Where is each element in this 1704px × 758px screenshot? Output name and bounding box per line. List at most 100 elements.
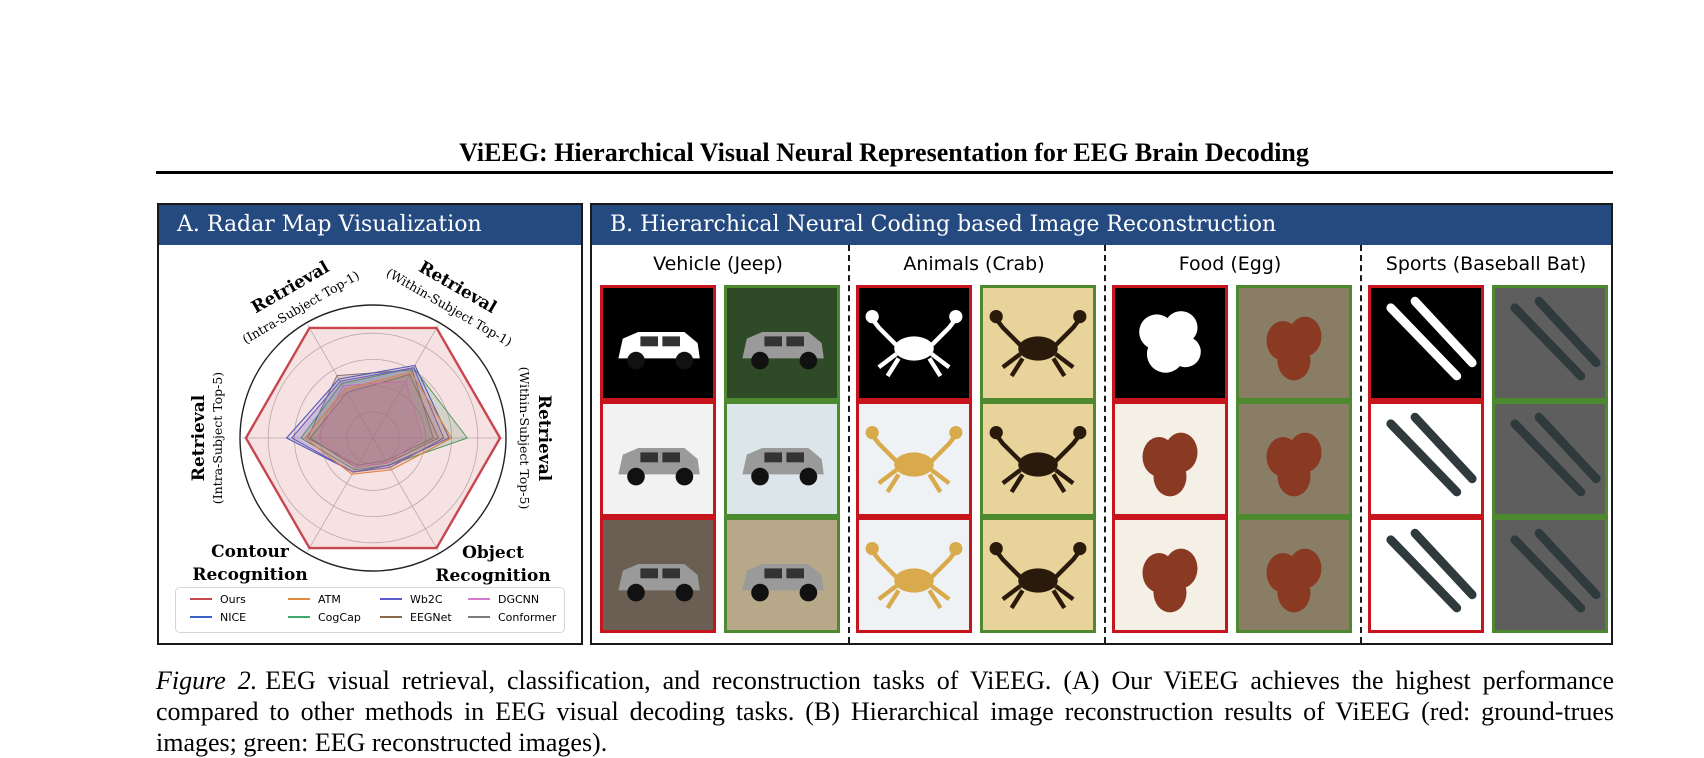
legend-item-cogcap: CogCap <box>288 611 361 625</box>
jeep-photo-image-graphic <box>603 520 713 630</box>
category-animals: Animals (Crab) <box>848 245 1100 643</box>
bat-reconstruction-image-graphic <box>1495 404 1605 514</box>
legend-swatch <box>468 598 490 600</box>
reconstruction-panel-heading: B. Hierarchical Neural Coding based Imag… <box>592 205 1611 245</box>
bat-photo-image <box>1368 401 1484 517</box>
suv-reconstruction-image-graphic <box>727 288 837 398</box>
crab-photo-image-graphic <box>859 404 969 514</box>
jeep-reconstruction-image <box>724 517 840 633</box>
legend-item-eegnet: EEGNet <box>380 611 452 625</box>
egg-reconstruction-image-graphic <box>1239 520 1349 630</box>
legend-label: CogCap <box>318 611 361 624</box>
radar-panel: A. Radar Map Visualization Retrieval(Int… <box>157 203 583 645</box>
legend-item-conformer: Conformer <box>468 611 556 625</box>
radar-series-ours <box>244 326 502 550</box>
egg-reconstruction-image <box>1236 517 1352 633</box>
page-title: ViEEG: Hierarchical Visual Neural Repres… <box>459 138 1309 167</box>
reconstruction-panel: B. Hierarchical Neural Coding based Imag… <box>590 203 1613 645</box>
caption-text: EEG visual retrieval, classification, an… <box>156 666 1614 757</box>
crab-reconstruction-image <box>980 401 1096 517</box>
legend-label: NICE <box>220 611 247 624</box>
figure-label: Figure 2. <box>156 666 258 695</box>
axis-label: Retrieval <box>534 395 554 482</box>
legend-item-ours: Ours <box>190 593 246 607</box>
category-title: Food (Egg) <box>1178 253 1282 275</box>
axis-sublabel: (Within-Subject Top-5) <box>517 367 532 510</box>
radar-series-wb2c <box>291 367 445 473</box>
legend-label: Wb2C <box>410 593 443 606</box>
bat-reconstruction-image <box>1492 285 1608 401</box>
legend-label: Ours <box>220 593 246 606</box>
egg-reconstruction-image <box>1236 401 1352 517</box>
category-vehicle: Vehicle (Jeep) <box>592 245 844 643</box>
egg-reconstruction-image <box>1236 285 1352 401</box>
crab-reconstruction-image-graphic <box>983 404 1093 514</box>
jeep-reconstruction-image <box>724 401 840 517</box>
category-divider <box>1104 245 1106 643</box>
crab-photo-image <box>856 401 972 517</box>
egg-photo-image-graphic <box>1115 520 1225 630</box>
crab-reconstruction-image-graphic <box>983 288 1093 398</box>
jeep-photo-image-graphic <box>603 404 713 514</box>
jeep-silhouette-mask-image-graphic <box>603 288 713 398</box>
jeep-silhouette-mask-image <box>600 285 716 401</box>
bat-silhouette-mask-image-graphic <box>1371 288 1481 398</box>
bat-photo-image <box>1368 517 1484 633</box>
radar-chart: Retrieval(Intra-Subject Top-1)Retrieval(… <box>189 257 554 585</box>
crab-reconstruction-image <box>980 285 1096 401</box>
legend-label: EEGNet <box>410 611 452 624</box>
bat-reconstruction-image <box>1492 401 1608 517</box>
legend-swatch <box>288 598 310 600</box>
legend-item-dgcnn: DGCNN <box>468 593 539 607</box>
axis-sublabel: (Intra-Subject Top-5) <box>210 372 225 504</box>
crab-silhouette-mask-image <box>856 285 972 401</box>
egg-silhouette-mask-image-graphic <box>1115 288 1225 398</box>
axis-label: Object <box>462 543 524 563</box>
category-divider <box>1360 245 1362 643</box>
legend-swatch <box>190 598 212 600</box>
crab-photo-image <box>856 517 972 633</box>
category-title: Vehicle (Jeep) <box>653 253 783 275</box>
egg-reconstruction-image-graphic <box>1239 404 1349 514</box>
jeep-reconstruction-image-graphic <box>727 404 837 514</box>
category-title: Animals (Crab) <box>903 253 1045 275</box>
category-sports: Sports (Baseball Bat) <box>1360 245 1612 643</box>
title-rule <box>156 171 1613 174</box>
radar-series-dgcnn <box>317 380 424 468</box>
radar-outer-ring <box>239 304 507 572</box>
legend-swatch <box>190 616 212 618</box>
radar-legend: Ours ATM Wb2C DGCNN NICE CogCap EEGNet C… <box>175 587 565 633</box>
category-food: Food (Egg) <box>1104 245 1356 643</box>
egg-photo-image <box>1112 401 1228 517</box>
axis-label: Recognition <box>435 566 550 585</box>
egg-photo-image-graphic <box>1115 404 1225 514</box>
axis-label: Retrieval <box>189 394 209 481</box>
radar-series-atm <box>304 371 453 475</box>
crab-silhouette-mask-image-graphic <box>859 288 969 398</box>
category-title: Sports (Baseball Bat) <box>1385 253 1587 275</box>
legend-item-wb2c: Wb2C <box>380 593 443 607</box>
radar-spoke <box>372 437 439 552</box>
suv-reconstruction-image <box>724 285 840 401</box>
jeep-reconstruction-image-graphic <box>727 520 837 630</box>
radar-spoke <box>307 437 374 552</box>
jeep-photo-image <box>600 401 716 517</box>
legend-swatch <box>380 598 402 600</box>
bat-silhouette-mask-image <box>1368 285 1484 401</box>
jeep-photo-image <box>600 517 716 633</box>
axis-label: Contour <box>211 542 290 562</box>
figure-caption: Figure 2.EEG visual retrieval, classific… <box>156 665 1614 758</box>
legend-swatch <box>380 616 402 618</box>
bat-reconstruction-image-graphic <box>1495 288 1605 398</box>
legend-swatch <box>288 616 310 618</box>
egg-silhouette-mask-image <box>1112 285 1228 401</box>
legend-label: Conformer <box>498 611 557 624</box>
legend-swatch <box>468 616 490 618</box>
crab-reconstruction-image-graphic <box>983 520 1093 630</box>
bat-reconstruction-image-graphic <box>1495 520 1605 630</box>
legend-label: ATM <box>318 593 341 606</box>
legend-item-atm: ATM <box>288 593 341 607</box>
bat-photo-image-graphic <box>1371 520 1481 630</box>
egg-reconstruction-image-graphic <box>1239 288 1349 398</box>
legend-item-nice: NICE <box>190 611 246 625</box>
